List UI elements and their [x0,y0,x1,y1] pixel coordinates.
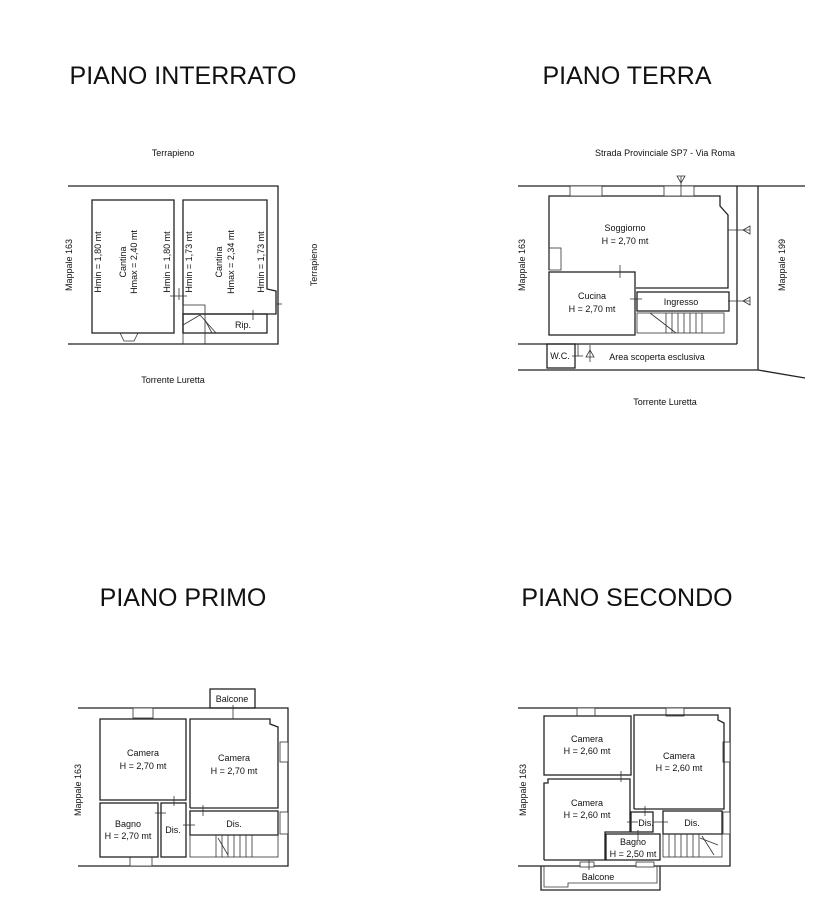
room-height-bagno: H = 2,70 mt [105,831,152,841]
room-label-dis: Dis. [638,818,654,828]
room-label-camera: Camera [127,748,159,758]
plan-title: PIANO INTERRATO [70,62,297,90]
window [279,741,289,763]
room-height-camera: H = 2,60 mt [656,763,703,773]
room-height-cucina: H = 2,70 mt [569,304,616,314]
hmax-label: Hmax = 2,40 mt [129,230,139,294]
hmin-label: Hmin = 1,73 mt [184,231,194,293]
door-marks [155,705,234,826]
west-label: Mappale 163 [517,239,527,291]
room-height-bagno: H = 2,50 mt [610,849,657,859]
window [635,861,655,868]
room-height-soggiorno: H = 2,70 mt [602,236,649,246]
stairs [189,834,279,858]
east-label: Terrapieno [309,244,319,287]
plan-interrato: PIANO INTERRATO Terrapieno Torrente Lure… [64,62,319,385]
room-cantina-1 [91,199,175,334]
hmin-label: Hmin = 1,80 mt [162,231,172,293]
room-camera-1 [99,718,187,801]
room-camera-3 [543,778,631,861]
window [132,707,154,719]
room-name: Cantina [214,246,224,277]
entrance-door [663,185,695,197]
window [569,185,603,197]
plan-primo: PIANO PRIMO Mappale 163 Balcone Camera H… [73,584,289,867]
west-label: Mappale 163 [518,764,528,816]
balcone-railing [543,866,658,888]
window [722,741,731,763]
balcone-label: Balcone [582,872,615,882]
door-marks [588,771,668,870]
south-label: Torrente Luretta [141,375,205,385]
room-label-bagno: Bagno [115,819,141,829]
room-label-dis: Dis. [165,825,181,835]
room-name: Cantina [118,246,128,277]
room-bagno [605,833,661,861]
room-ripostiglio [182,313,268,334]
room-soggiorno [548,195,729,289]
room-label-rip: Rip. [235,320,251,330]
window [129,856,153,867]
room-height-camera: H = 2,70 mt [211,766,258,776]
room-camera-2 [189,718,279,809]
room-ingresso [636,291,730,312]
room-bagno [99,802,159,858]
cantina-1-labels: Hmin = 1,80 mt Cantina Hmax = 2,40 mt Hm… [93,230,172,294]
east-label: Mappale 199 [777,239,787,291]
room-label-dis: Dis. [684,818,700,828]
room-camera-2 [633,714,725,810]
outer-wall [68,185,279,345]
soggiorno-niche [548,247,562,271]
room-label-camera: Camera [218,753,250,763]
window [576,707,596,717]
west-label: Mappale 163 [73,764,83,816]
room-camera-1 [543,715,632,776]
room-cucina [548,271,636,336]
room-label-camera: Camera [571,734,603,744]
room-label-ingresso: Ingresso [664,297,699,307]
room-height-camera: H = 2,60 mt [564,746,611,756]
plan-title: PIANO TERRA [542,62,711,90]
window [279,811,289,835]
plan-terra: PIANO TERRA Strada Provinciale SP7 - Via… [517,62,806,407]
balcone-label: Balcone [216,694,249,704]
west-label: Mappale 163 [64,239,74,291]
room-height-camera: H = 2,60 mt [564,810,611,820]
property-line [757,369,806,379]
balcone [540,866,661,891]
plan-title: PIANO PRIMO [100,584,267,612]
hmax-label: Hmax = 2,34 mt [226,230,236,294]
area-label: Area scoperta esclusiva [609,352,705,362]
room-height-camera: H = 2,70 mt [120,761,167,771]
window [722,811,731,835]
south-label: Torrente Luretta [633,397,697,407]
room-label-wc: W.C. [550,351,570,361]
hmin-label: Hmin = 1,80 mt [93,231,103,293]
room-cantina-2 [182,199,277,333]
room-label-camera: Camera [663,751,695,761]
outer-wall [78,707,289,867]
stairs [636,312,725,334]
stairs [182,304,217,345]
cantina-2-labels: Hmin = 1,73 mt Cantina Hmax = 2,34 mt Hm… [184,230,266,294]
room-label-dis: Dis. [226,819,242,829]
door-marks [170,288,282,320]
door-and-entrance-arrows [572,175,751,362]
balcone [209,688,256,709]
hmin-label: Hmin = 1,73 mt [256,231,266,293]
outer-wall [518,707,731,867]
window [665,707,685,717]
stairs [662,833,723,858]
window [579,861,595,868]
north-label: Terrapieno [152,148,195,158]
room-label-soggiorno: Soggiorno [604,223,645,233]
room-label-bagno: Bagno [620,837,646,847]
plan-secondo: PIANO SECONDO Mappale 163 Camera H = 2,6… [518,584,733,891]
room-label-camera: Camera [571,798,603,808]
window [119,332,139,342]
plan-title: PIANO SECONDO [521,584,732,612]
room-dis-1 [160,802,187,858]
room-label-cucina: Cucina [578,291,606,301]
north-label: Strada Provinciale SP7 - Via Roma [595,148,735,158]
